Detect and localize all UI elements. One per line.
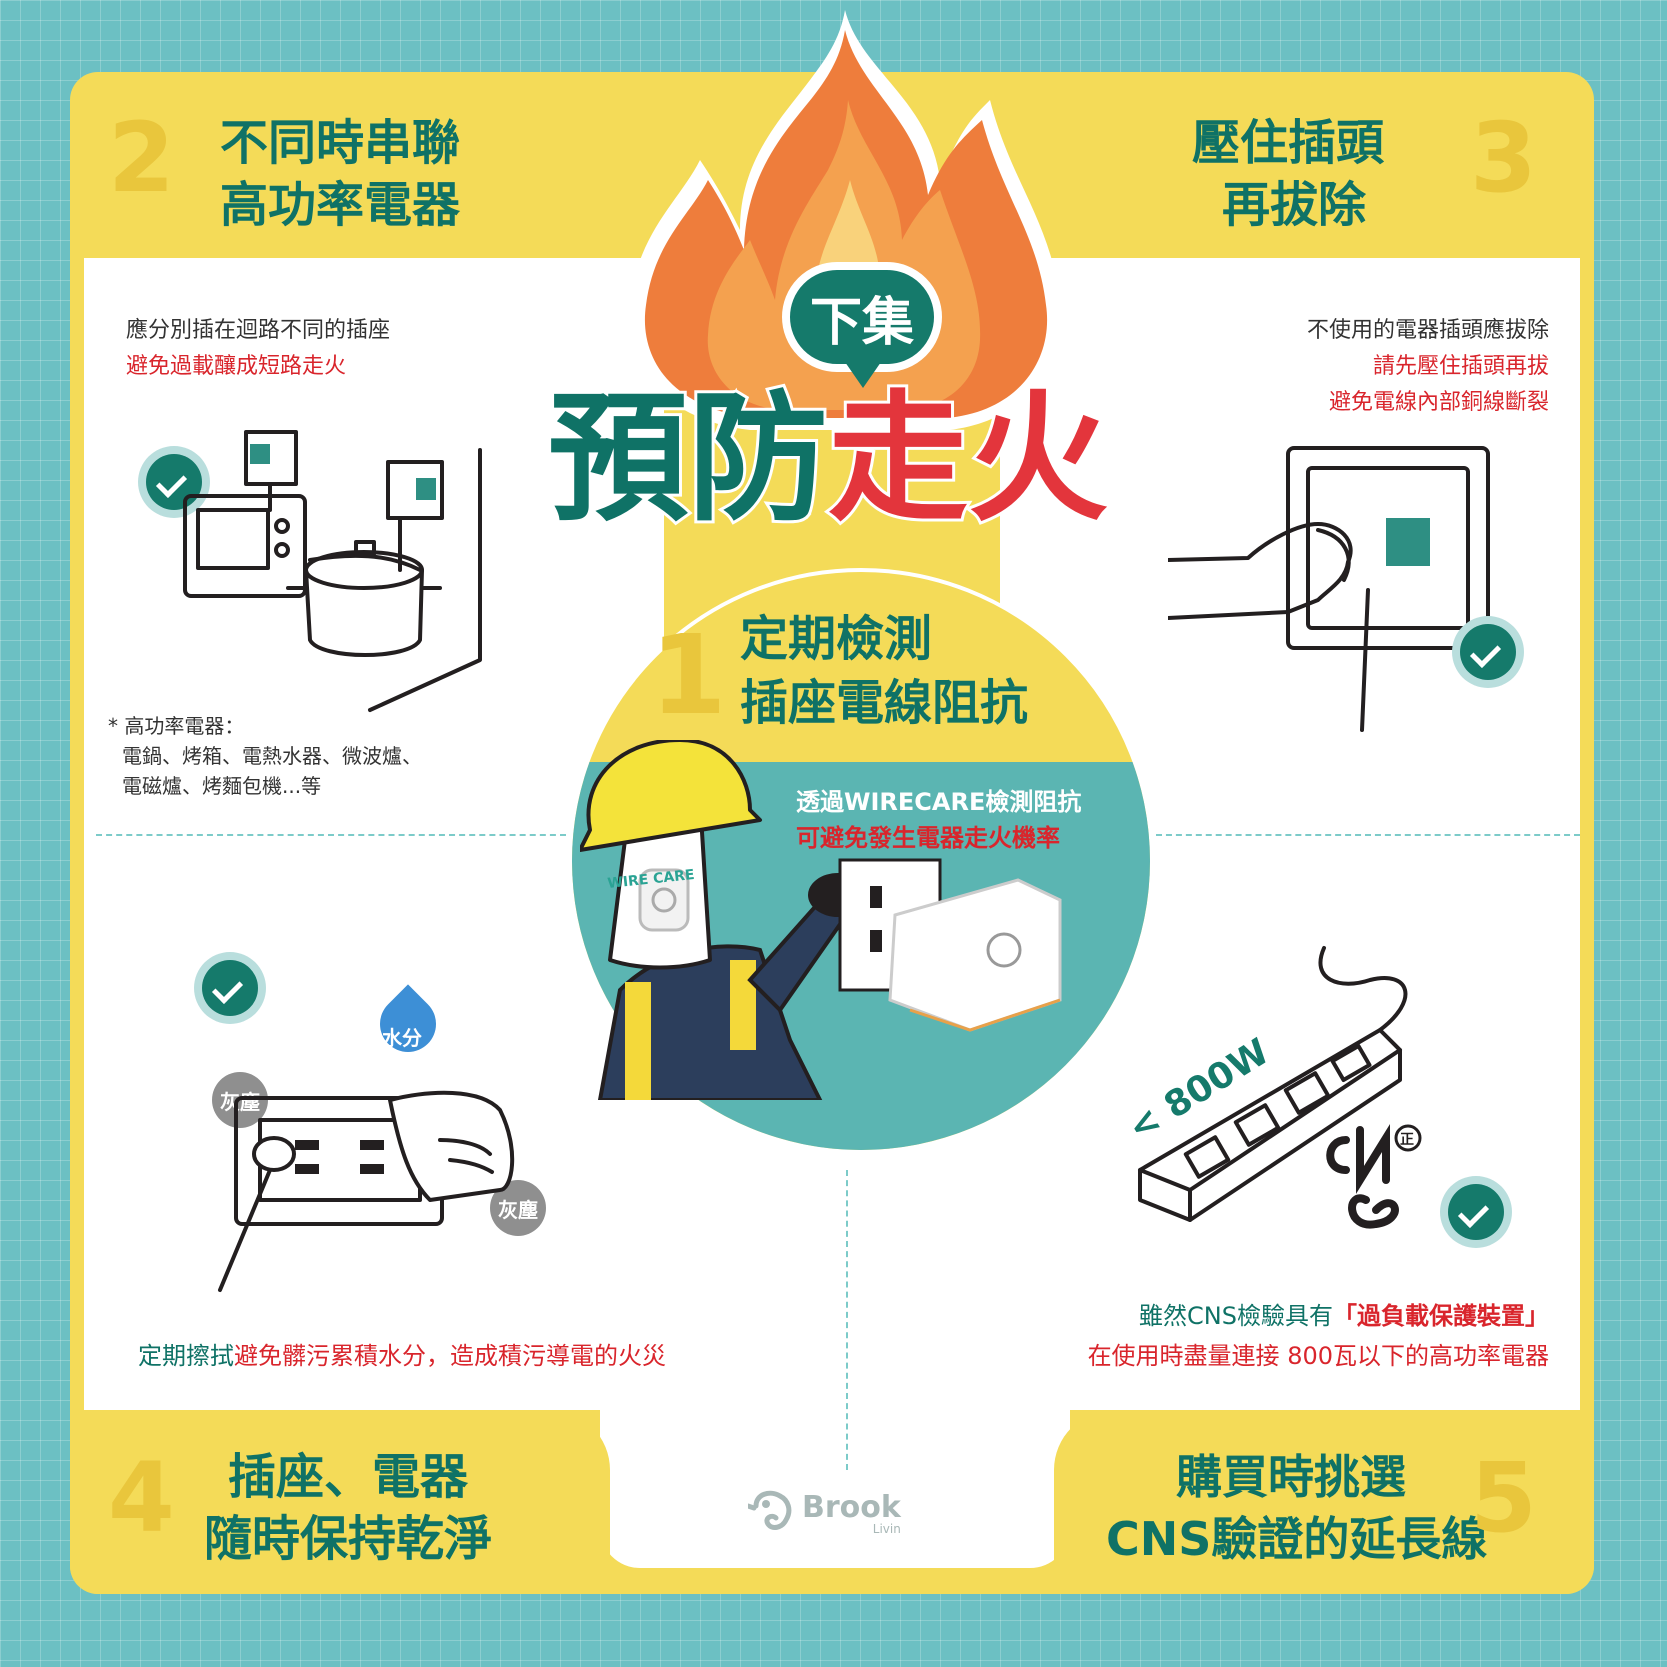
section4-title-line2: 隨時保持乾淨	[204, 1511, 493, 1567]
brook-logo-sub: Livin	[872, 1522, 901, 1536]
section2-note-line3: 電磁爐、烤麵包機...等	[122, 774, 322, 798]
section4-desc: 定期擦拭避免髒污累積水分，造成積污導電的火災	[138, 1340, 666, 1373]
section3-number: 3	[1470, 102, 1537, 214]
section1-desc-line1: 透過WIRECARE檢測阻抗	[796, 788, 1082, 816]
section2-desc-line2: 避免過載釀成短路走火	[126, 354, 347, 379]
section5-number: 5	[1470, 1442, 1537, 1554]
section4-title-line1: 插座、電器	[228, 1449, 469, 1505]
section3-desc-line2: 請先壓住插頭再拔	[1372, 354, 1549, 379]
section4-check-icon	[194, 952, 266, 1024]
section2-desc-line1: 應分別插在迴路不同的插座	[126, 318, 391, 343]
cns-mark-label: 正	[1400, 1132, 1414, 1148]
page-title: 預防走火	[545, 377, 1111, 543]
section3-desc-line1: 不使用的電器插頭應拔除	[1306, 318, 1549, 343]
page-title-part2: 走火	[825, 377, 1111, 543]
cns-mark-icon: 正	[1326, 1123, 1422, 1229]
power-strip-illustration	[1138, 946, 1408, 1222]
cleaning-outlet-illustration	[218, 1090, 515, 1292]
unplug-hand-illustration	[1168, 446, 1490, 732]
section5-desc-line1-part2: 「過負載保護裝置」	[1333, 1302, 1549, 1330]
section5-title-line1: 購買時挑選	[1176, 1450, 1406, 1504]
section1-title-line2: 插座電線阻抗	[740, 675, 1029, 731]
dust-tag-2: 灰塵	[490, 1180, 546, 1236]
section5-desc-line1-part1: 雖然CNS檢驗具有	[1139, 1302, 1333, 1330]
divider-right	[1156, 834, 1580, 836]
header-badge-pointer	[845, 362, 881, 388]
section1-desc-line2: 可避免發生電器走火機率	[796, 824, 1060, 852]
divider-vertical	[846, 1170, 848, 1470]
water-tag-label: 水分	[382, 1026, 422, 1050]
section4-title-bg	[70, 1410, 610, 1594]
dust-tag-1-label: 灰塵	[220, 1089, 260, 1114]
header-badge-label: 下集	[809, 292, 914, 353]
section4-desc-part2: 避免髒污累積水分，造成積污導電的火災	[234, 1342, 666, 1370]
brook-logo-name: Brook	[802, 1490, 901, 1525]
worker-illustration: WIRE CARE	[580, 740, 1062, 1100]
section3-desc-line3: 避免電線內部銅線斷裂	[1328, 390, 1549, 415]
panel-top-left	[84, 258, 664, 818]
section2-number: 2	[108, 102, 175, 214]
section2-title-line1: 不同時串聯	[220, 115, 461, 171]
section2-note-line1: * 高功率電器：	[108, 714, 245, 738]
chameleon-icon	[748, 1490, 792, 1530]
section5-desc-line2: 在使用時盡量連接 800瓦以下的高功率電器	[1087, 1342, 1549, 1370]
section1-title-line1: 定期檢測	[740, 611, 933, 667]
header-badge: 下集	[782, 262, 942, 372]
section5-title-bg	[1054, 1410, 1594, 1594]
section2-title-line2: 高功率電器	[220, 177, 461, 233]
section5-title-line2: CNS驗證的延長線	[1106, 1512, 1488, 1566]
section5-desc-line1: 雖然CNS檢驗具有「過負載保護裝置」	[1139, 1300, 1549, 1333]
section4-number: 4	[108, 1442, 175, 1554]
page-title-part1: 預防	[545, 377, 831, 543]
section2-check-icon	[138, 446, 210, 518]
section5-check-icon	[1440, 1176, 1512, 1248]
section4-desc-part1: 定期擦拭	[138, 1342, 234, 1370]
appliances-illustration	[183, 430, 482, 712]
divider-left	[96, 834, 566, 836]
dust-tag-2-label: 灰塵	[498, 1197, 538, 1222]
section3-title-line1: 壓住插頭	[1192, 115, 1385, 171]
section2-note-line2: 電鍋、烤箱、電熱水器、微波爐、	[122, 744, 422, 768]
brook-logo: Brook Livin	[748, 1486, 901, 1542]
section3-check-icon	[1452, 616, 1524, 688]
panel-bottom-center	[600, 1400, 1070, 1568]
section1-number: 1	[650, 611, 727, 739]
section3-title-line2: 再拔除	[1222, 177, 1367, 233]
